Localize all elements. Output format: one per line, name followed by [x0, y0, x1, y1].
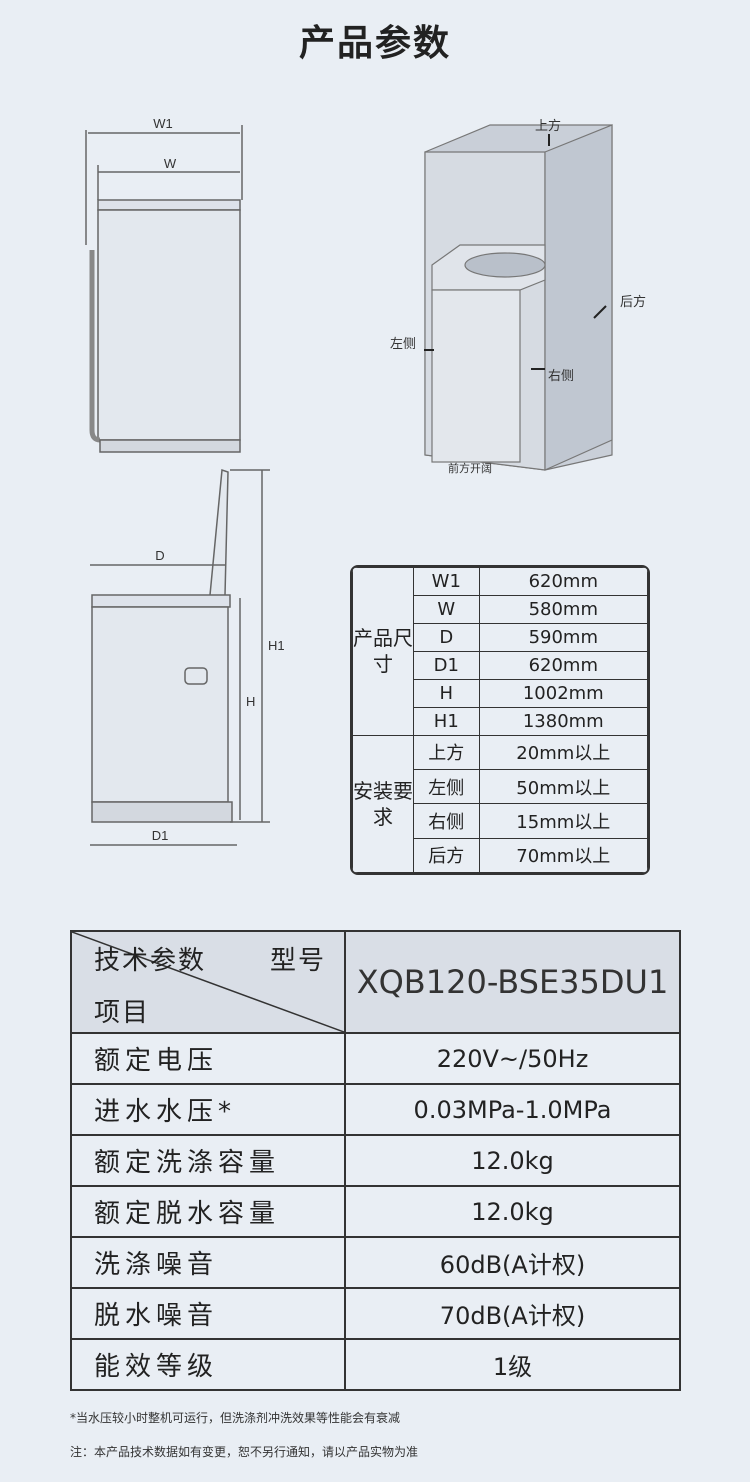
dim-value: 620mm [478, 567, 648, 596]
spec-value: 60dB(A计权) [344, 1236, 681, 1289]
dim-value: 20mm以上 [478, 734, 648, 771]
dim-value: 70mm以上 [478, 837, 648, 873]
label-back: 后方 [620, 294, 646, 309]
dim-key: W [413, 594, 480, 624]
spec-key: 额定电压 [70, 1032, 346, 1085]
header-item: 项目 [94, 998, 151, 1028]
label-right: 右侧 [548, 368, 574, 383]
dim-value: 580mm [478, 594, 648, 624]
spec-key: 进水水压* [70, 1083, 346, 1136]
spec-value: 12.0kg [344, 1185, 681, 1238]
side-view-drawing [90, 468, 270, 846]
label-h1: H1 [268, 638, 285, 653]
dim-value: 15mm以上 [478, 803, 648, 839]
footnote-disclaimer: 注：本产品技术数据如有变更，恕不另行通知，请以产品实物为准 [70, 1445, 419, 1459]
spec-value: 0.03MPa-1.0MPa [344, 1083, 681, 1136]
installation-drawing [424, 124, 613, 471]
dim-key: 后方 [413, 837, 480, 873]
dim-value: 50mm以上 [478, 769, 648, 805]
label-d1: D1 [152, 828, 169, 843]
model-number: XQB120-BSE35DU1 [344, 930, 681, 1034]
arrow-icons [424, 134, 607, 370]
spec-key: 能效等级 [70, 1338, 346, 1391]
dim-value: 590mm [478, 622, 648, 652]
spec-value: 220V~/50Hz [344, 1032, 681, 1085]
dim-value: 620mm [478, 650, 648, 680]
label-front: 前方开阔 [448, 461, 492, 475]
dim-key: 右侧 [413, 803, 480, 839]
header-model-label: 型号 [270, 946, 327, 976]
dim-key: H1 [413, 706, 480, 736]
label-top: 上方 [535, 118, 561, 133]
front-view-drawing [85, 125, 243, 453]
spec-key: 脱水噪音 [70, 1287, 346, 1340]
label-w1: W1 [153, 116, 173, 131]
dim-key: W1 [413, 567, 480, 596]
spec-key: 洗涤噪音 [70, 1236, 346, 1289]
header-corner-cell: 技术参数 型号 项目 [70, 930, 346, 1034]
spec-key: 额定洗涤容量 [70, 1134, 346, 1187]
dim-key: D1 [413, 650, 480, 680]
spec-value: 1级 [344, 1338, 681, 1391]
footnote-pressure: *当水压较小时整机可运行，但洗涤剂冲洗效果等性能会有衰减 [70, 1411, 401, 1425]
spec-value: 12.0kg [344, 1134, 681, 1187]
dim-key: H [413, 678, 480, 708]
dim-value: 1002mm [478, 678, 648, 708]
label-d: D [155, 548, 164, 563]
label-left: 左侧 [390, 336, 416, 351]
dim-key: 上方 [413, 734, 480, 771]
group-install: 安装要求 [352, 734, 414, 873]
page-title: 产品参数 [298, 23, 451, 64]
group-size: 产品尺寸 [352, 567, 414, 736]
dim-value: 1380mm [478, 706, 648, 736]
dim-key: 左侧 [413, 769, 480, 805]
dimension-diagrams: W1 W D D1 H H1 上方 后方 左侧 右侧 前方开阔 [85, 116, 646, 846]
label-h: H [246, 694, 255, 709]
dim-key: D [413, 622, 480, 652]
label-w: W [164, 156, 177, 171]
spec-key: 额定脱水容量 [70, 1185, 346, 1238]
header-param: 技术参数 [94, 946, 207, 976]
spec-value: 70dB(A计权) [344, 1287, 681, 1340]
